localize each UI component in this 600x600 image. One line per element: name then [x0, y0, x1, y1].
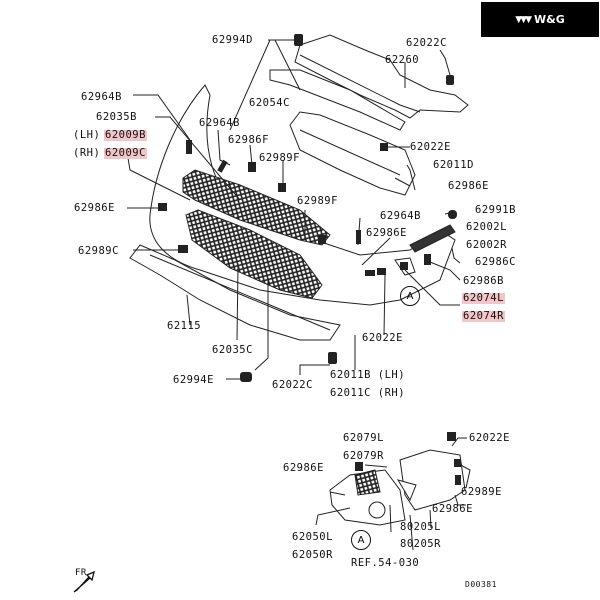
screw-62986C-icon	[424, 254, 431, 265]
part-label: 62986E	[283, 462, 324, 474]
upper-grille-mesh	[182, 169, 331, 246]
part-label: 62986B	[463, 275, 504, 287]
screw-62986E-e-icon	[455, 475, 461, 485]
part-label: 62986E	[432, 503, 473, 515]
highlighted-part-label: 62009C	[104, 147, 147, 159]
part-label: 62011C (RH)	[330, 387, 406, 399]
part-label: 62050R	[292, 549, 333, 561]
highlighted-part-label: 62074R	[462, 310, 505, 322]
part-label: 62022C	[406, 37, 447, 49]
part-label: 62079L	[343, 432, 384, 444]
clip-62022E-icon	[380, 143, 388, 151]
part-label: 62964B	[81, 91, 122, 103]
part-label: 62011D	[433, 159, 474, 171]
bar-62054C-part	[269, 69, 406, 131]
clip-62964B-b-icon	[356, 230, 361, 244]
side-label-lh: (LH)	[73, 129, 101, 141]
part-label: 62022C	[272, 379, 313, 391]
nut-62989F-icon	[278, 183, 286, 192]
nut-62989E-icon	[454, 459, 461, 467]
screw-62986E-b-icon	[365, 270, 375, 276]
part-label: 62035B	[96, 111, 137, 123]
brand-logo-text: W&G	[534, 13, 565, 26]
highlighted-part-label: 62009B	[104, 129, 147, 141]
part-label: 62986E	[74, 202, 115, 214]
part-label: 62035C	[212, 344, 253, 356]
orientation-label: FR	[75, 568, 87, 578]
callout-a-marker: A	[400, 286, 420, 306]
screw-62986F-b-icon	[248, 162, 256, 172]
clip-62022C-b-icon	[328, 352, 337, 364]
callout-a-marker-lower: A	[351, 530, 371, 550]
bolt-62994E-icon	[240, 372, 252, 382]
clip-62022E-b-icon	[377, 268, 386, 275]
part-label: 62986E	[366, 227, 407, 239]
highlighted-part-label: 62074L	[462, 292, 505, 304]
bolt-62994D-icon	[294, 34, 303, 46]
part-label: 62986E	[448, 180, 489, 192]
screw-62986E-icon	[158, 203, 167, 211]
brand-logo: ▼▼▼ W&G	[481, 2, 599, 37]
part-label: 62986C	[475, 256, 516, 268]
part-label: 62050L	[292, 531, 333, 543]
fog-mesh-62079	[354, 469, 381, 496]
part-label: 80205L	[400, 521, 441, 533]
part-label: 62964B	[380, 210, 421, 222]
part-label: 62994E	[173, 374, 214, 386]
lower-grille-mesh	[185, 209, 323, 299]
part-label: 80205R	[400, 538, 441, 550]
front-direction-arrow-icon	[73, 570, 95, 593]
screw-62986F-icon	[217, 159, 228, 173]
part-label: 62986F	[228, 134, 269, 146]
part-label: 62989E	[461, 486, 502, 498]
clip-62022C-icon	[446, 75, 454, 85]
part-label: 62002L	[466, 221, 507, 233]
part-label: 62964B	[199, 117, 240, 129]
screw-62986E-d-icon	[355, 462, 363, 471]
part-label: 62011B (LH)	[330, 369, 406, 381]
fog-bracket-80205-part	[399, 449, 466, 511]
diagram-id: D00381	[465, 580, 497, 589]
nut-62989C-icon	[178, 245, 188, 253]
clip-62022E-c-icon	[447, 432, 456, 441]
part-label: 62002R	[466, 239, 507, 251]
screw-62986B-icon	[400, 262, 408, 270]
part-label: 62022E	[362, 332, 403, 344]
part-label: 62994D	[212, 34, 253, 46]
fog-lamp-opening	[368, 501, 386, 519]
clip-62964B-icon	[186, 140, 192, 154]
part-label: 62989F	[297, 195, 338, 207]
nut-62991B-icon	[448, 210, 457, 219]
part-label: 62260	[385, 54, 420, 66]
nut-62989F-b-icon	[318, 235, 326, 244]
strip-62002-part	[409, 224, 456, 253]
part-label: 62022E	[469, 432, 510, 444]
part-label: 62054C	[249, 97, 290, 109]
part-label: 62079R	[343, 450, 384, 462]
side-label-rh: (RH)	[73, 147, 101, 159]
reference-label: REF.54-030	[351, 557, 420, 569]
triple-chevron-icon: ▼▼▼	[515, 14, 532, 25]
part-label: 62989F	[259, 152, 300, 164]
part-label: 62022E	[410, 141, 451, 153]
part-label: 62115	[167, 320, 202, 332]
part-label: 62991B	[475, 204, 516, 216]
part-label: 62989C	[78, 245, 119, 257]
